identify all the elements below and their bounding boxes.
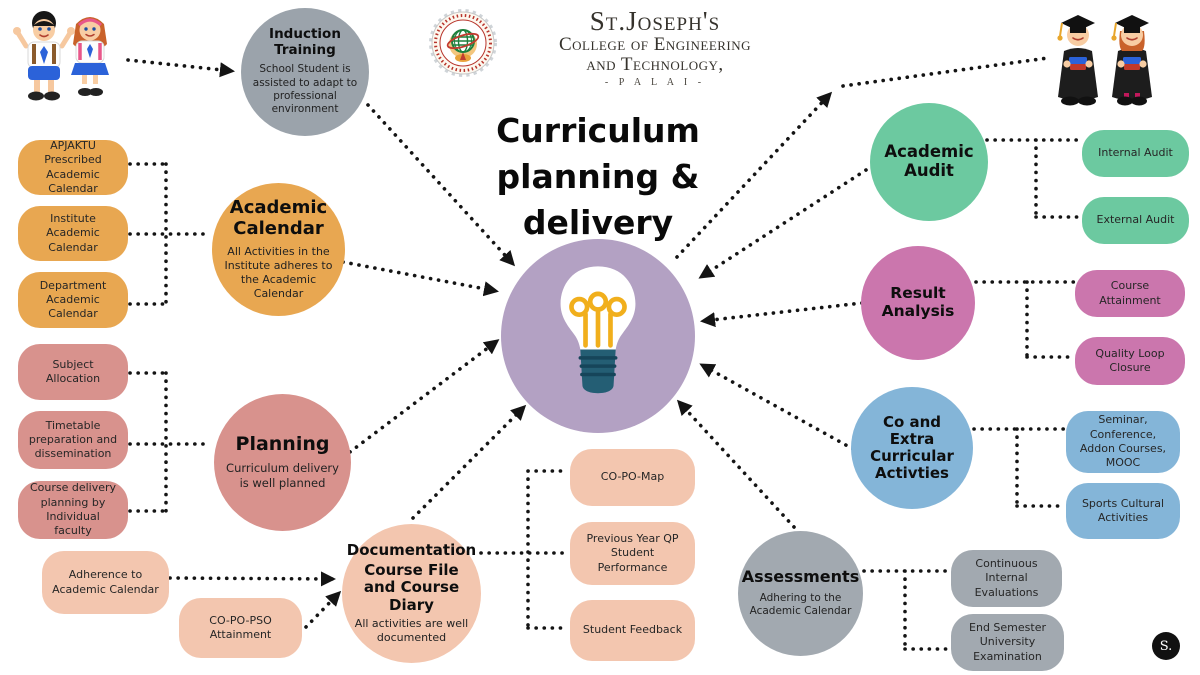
box-institute-calendar: Institute Academic Calendar [18,206,128,261]
box-quality-loop-closure: Quality Loop Closure [1075,337,1185,385]
central-hub [501,239,695,433]
box-seminar-conference: Seminar, Conference, Addon Courses, MOOC [1066,411,1180,473]
induction-training-node: Induction Training School Student is ass… [241,8,369,136]
lightbulb-icon [560,266,636,394]
box-timetable: Timetable preparation and dissemination [18,411,128,469]
node-desc: Adhering to the Academic Calendar [749,591,852,618]
co-extra-curricular-node: Co and Extra Curricular Activties [851,387,973,509]
box-student-feedback: Student Feedback [570,600,695,661]
result-analysis-node: Result Analysis [861,246,975,360]
node-desc: Curriculum delivery is well planned [226,461,339,490]
box-course-delivery-planning: Course delivery planning by Individual f… [18,481,128,539]
box-co-po-pso: CO-PO-PSO Attainment [179,598,302,658]
graduates-illustration [1057,15,1152,106]
college-header: St.Joseph's College of Engineering and T… [505,8,805,88]
college-name-line1: St.Joseph's [589,6,721,36]
node-desc: School Student is assisted to adapt to p… [252,63,358,116]
college-name-line2: College of Engineering [558,34,752,55]
node-title: Planning [235,433,330,456]
node-title: Academic Audit [884,142,974,180]
school-girl [71,17,109,96]
node-title: Documentation [346,540,477,559]
node-title: Assessments [741,567,860,587]
college-seal-logo [429,9,497,77]
box-subject-allocation: Subject Allocation [18,344,128,400]
box-sports-cultural: Sports Cultural Activities [1066,483,1180,539]
node-subtitle: Course File and Course Diary [363,561,460,614]
graduate-girl [1111,15,1152,106]
box-previous-year-qp: Previous Year QP Student Performance [570,522,695,585]
signature-logo: S. [1152,632,1180,660]
assessments-node: Assessments Adhering to the Academic Cal… [738,531,863,656]
box-adherence-calendar: Adherence to Academic Calendar [42,551,169,614]
box-internal-audit: Internal Audit [1082,130,1189,177]
academic-audit-node: Academic Audit [870,103,988,221]
node-title: Co and Extra Curricular Activties [870,412,954,483]
box-co-po-map: CO-PO-Map [570,449,695,506]
page-title: Curriculum planning & delivery [496,111,700,243]
graduate-boy [1057,15,1098,106]
node-title: Academic Calendar [229,197,328,239]
school-boy [13,11,75,101]
node-title: Induction Training [269,26,341,58]
node-title: Result Analysis [881,284,955,320]
node-desc: All activities are well documented [354,616,469,644]
college-location: - P A L A I - [604,76,706,88]
box-apjaktu-calendar: APJAKTU Prescribed Academic Calendar [18,139,128,195]
documentation-node: Documentation Course File and Course Dia… [342,524,481,663]
school-kids-illustration [13,11,109,101]
box-external-audit: External Audit [1082,197,1189,244]
node-desc: All Activities in the Institute adheres … [224,244,333,300]
box-continuous-internal-evaluations: Continuous Internal Evaluations [951,550,1062,607]
academic-calendar-node: Academic Calendar All Activities in the … [212,183,345,316]
box-department-calendar: Department Academic Calendar [18,272,128,328]
planning-node: Planning Curriculum delivery is well pla… [214,394,351,531]
box-course-attainment: Course Attainment [1075,270,1185,317]
box-end-semester-examination: End Semester University Examination [951,614,1064,671]
college-name-line3: and Technology, [586,53,724,75]
